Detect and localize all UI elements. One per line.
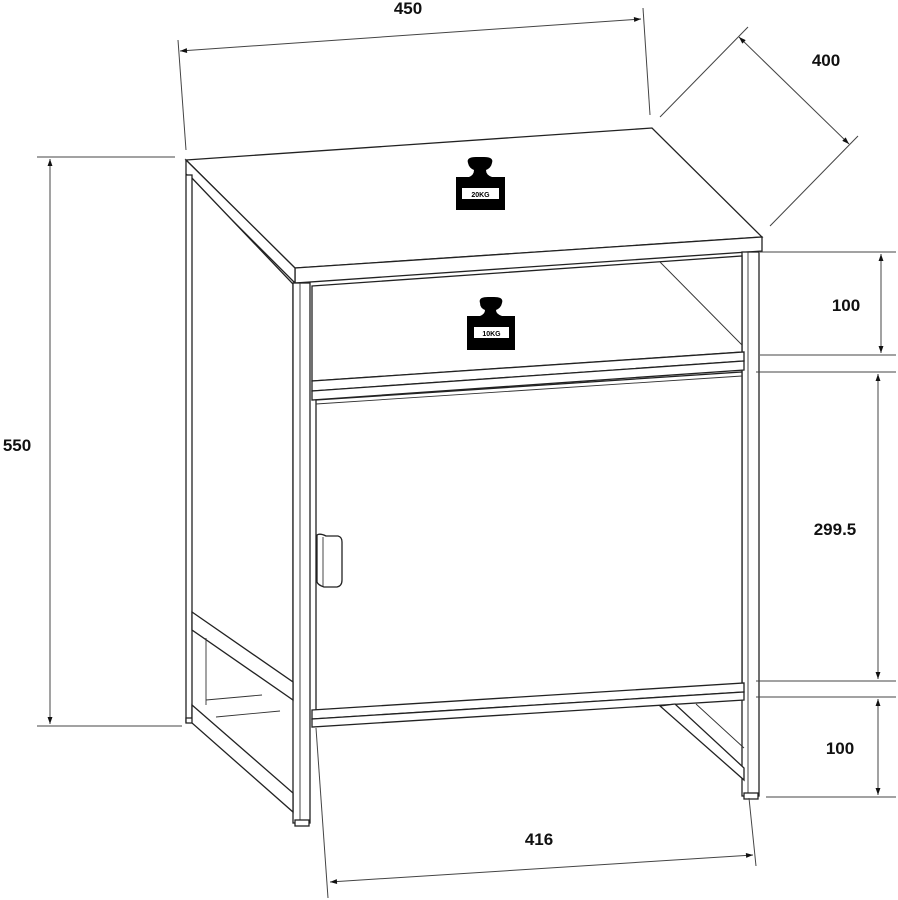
door-height-value: 299.5 bbox=[814, 520, 857, 539]
height-total-value: 550 bbox=[3, 436, 31, 455]
dimension-leg-clearance: 100 bbox=[756, 696, 896, 798]
foot-front-right bbox=[743, 792, 759, 800]
leg-clearance-value: 100 bbox=[826, 739, 854, 758]
leg-front-left bbox=[292, 282, 311, 824]
leg-front-right bbox=[741, 251, 760, 797]
base-width-value: 416 bbox=[525, 830, 553, 849]
side-rail-upper bbox=[191, 610, 294, 702]
side-rail-lower bbox=[191, 703, 294, 814]
bottom-rail-lower bbox=[311, 691, 745, 728]
door-top-rail bbox=[311, 360, 745, 401]
depth-value: 400 bbox=[812, 51, 840, 70]
weight-icon-shelf: 10KG bbox=[467, 297, 515, 350]
dimension-base-width: 416 bbox=[315, 727, 757, 899]
dimension-depth: 400 bbox=[659, 26, 859, 227]
dimension-door-height: 299.5 bbox=[756, 371, 896, 682]
cabinet bbox=[184, 127, 764, 827]
dimension-shelf-opening: 100 bbox=[760, 251, 896, 356]
foot-front-left bbox=[294, 819, 310, 827]
shelf-load-label: 10KG bbox=[482, 331, 501, 338]
door-panel bbox=[315, 371, 743, 711]
top-load-label: 20KG bbox=[471, 192, 490, 199]
dimension-height-total: 550 bbox=[3, 156, 182, 727]
width-top-value: 450 bbox=[394, 0, 422, 18]
side-rail-right bbox=[658, 703, 745, 782]
shelf-opening-value: 100 bbox=[832, 296, 860, 315]
door-handle bbox=[316, 533, 343, 588]
leg-back-left bbox=[185, 174, 193, 723]
dimension-width-top: 450 bbox=[177, 0, 651, 151]
weight-icon-top: 20KG bbox=[456, 157, 505, 210]
